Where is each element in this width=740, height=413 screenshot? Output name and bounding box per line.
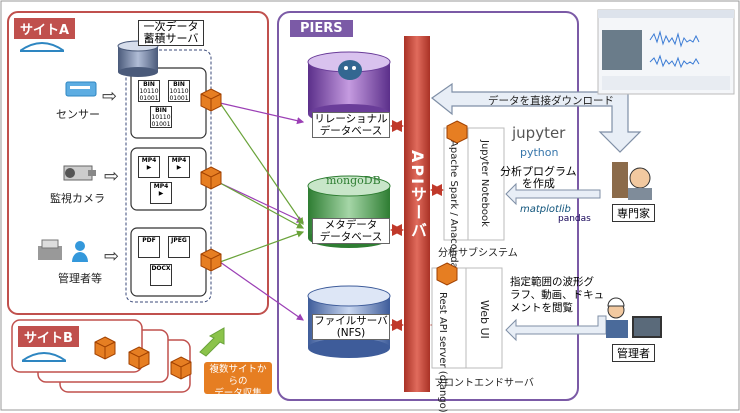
frontend-node-icon <box>436 262 458 288</box>
spark-label: Apache Spark / Anaconda <box>448 140 459 269</box>
mongodb-logo: mongoDB <box>326 174 381 187</box>
mp4-file-icon: MP4▶ <box>138 156 160 178</box>
matplotlib-logo: matplotlib <box>520 204 571 215</box>
admin-role-label: 管理者 <box>612 344 655 362</box>
pandas-logo: pandas <box>558 214 591 224</box>
mp4-file-icon: MP4▶ <box>168 156 190 178</box>
edge-node-icon <box>170 356 192 380</box>
storage-server-label: 一次データ 蓄積サーバ <box>138 20 204 46</box>
site-b-tag: サイトB <box>18 326 79 347</box>
analysis-subsystem-label: 分析サブシステム <box>438 248 518 259</box>
piers-tag: PIERS <box>290 20 353 37</box>
bridge-icon <box>19 38 65 52</box>
jpeg-file-icon: JPEG <box>168 236 190 258</box>
collect-label: 複数サイトからの データ収集 <box>209 364 267 399</box>
admin-printer-icon <box>36 238 96 264</box>
edge-node-icon <box>128 346 150 370</box>
pdf-file-icon: PDF <box>138 236 160 258</box>
file-server-label: ファイルサーバ (NFS) <box>312 314 390 340</box>
jupyter-notebook-label: Jupyter Notebook <box>479 140 490 227</box>
relational-db-label: リレーショナル データベース <box>312 112 390 138</box>
expert-figure-icon <box>612 162 652 200</box>
bridge-icon <box>21 348 67 362</box>
storage-server-icon <box>117 40 159 77</box>
expert-arrow <box>505 182 601 206</box>
camera-icon <box>60 160 100 186</box>
edge-node-icon <box>94 336 116 360</box>
edge-node-icon <box>200 248 222 272</box>
edge-node-icon <box>200 166 222 190</box>
arrow-right-icon: ⇨ <box>104 246 120 267</box>
arrow-right-icon: ⇨ <box>104 166 120 187</box>
create-program-label: 分析プログラム を作成 <box>500 165 577 190</box>
camera-label: 監視カメラ <box>50 192 105 205</box>
docx-file-icon: DOCX <box>150 264 172 286</box>
arrow-right-icon: ⇨ <box>102 86 118 107</box>
sensor-label: センサー <box>56 108 100 121</box>
collect-label-bg <box>204 362 272 394</box>
admin-label: 管理者等 <box>58 272 102 285</box>
api-server-bar <box>404 36 430 392</box>
site-a-tag: サイトA <box>14 18 76 39</box>
sensor-icon <box>64 78 98 100</box>
jupyter-logo: jupyter <box>512 124 566 142</box>
expert-label: 専門家 <box>612 204 655 222</box>
edge-node-icon <box>200 88 222 112</box>
view-description: 指定範囲の波形グ ラフ、動画、ドキュ メントを閲覧 <box>510 276 605 314</box>
admin-figure-icon <box>606 297 662 338</box>
spark-icon <box>446 120 468 146</box>
postgresql-icon <box>336 58 364 84</box>
admin-arrow <box>505 315 607 342</box>
rest-api-label: Rest API server (django) <box>437 292 448 413</box>
metadata-db-label: メタデータ データベース <box>312 218 390 244</box>
collect-arrow <box>199 327 225 357</box>
api-server-label: APIサーバ <box>408 150 427 241</box>
python-logo: python <box>520 146 559 159</box>
frontend-server-label: フロントエンドサーバ <box>434 378 534 389</box>
mp4-file-icon: MP4▶ <box>150 182 172 204</box>
download-label: データを直接ダウンロード <box>488 95 614 107</box>
web-ui-label: Web UI <box>478 300 491 339</box>
waveform-screenshot-thumbnail <box>597 9 735 95</box>
download-arrow <box>430 82 642 153</box>
